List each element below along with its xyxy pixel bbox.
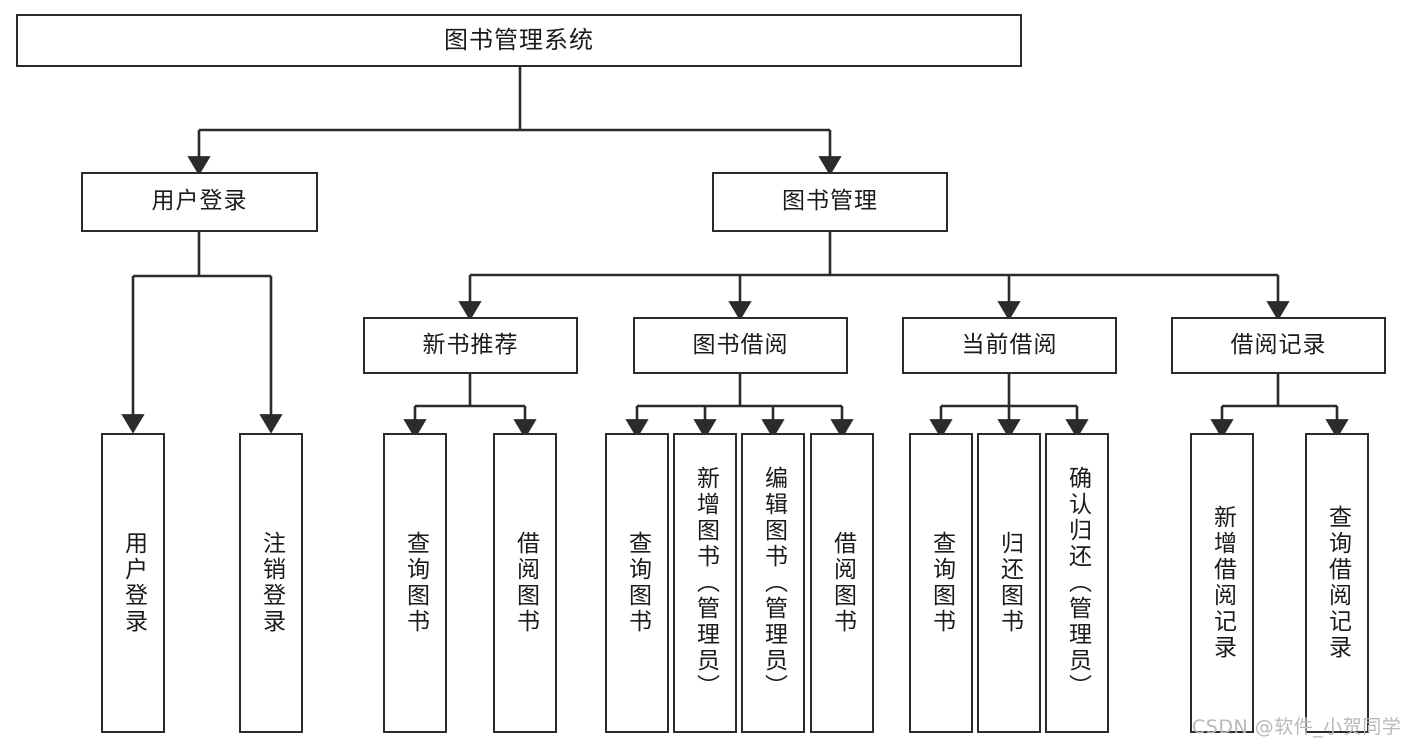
node-label: 确认归还（管理员） <box>1064 466 1091 700</box>
node-leaf-borrow-book[interactable]: 借阅图书 <box>810 433 874 733</box>
node-leaf-borrow-book-new[interactable]: 借阅图书 <box>493 433 557 733</box>
node-leaf-logout-login[interactable]: 注销登录 <box>239 433 303 733</box>
node-label: 新书推荐 <box>422 331 519 358</box>
node-label: 用户登录 <box>151 188 248 215</box>
csdn-watermark: CSDN @软件_小贺同学 <box>1192 716 1402 738</box>
node-leaf-query-borrow-record[interactable]: 查询借阅记录 <box>1305 433 1369 733</box>
node-label: 借阅图书 <box>829 531 856 635</box>
node-label: 查询图书 <box>928 531 955 635</box>
node-leaf-query-book-new[interactable]: 查询图书 <box>383 433 447 733</box>
node-leaf-edit-book-admin[interactable]: 编辑图书（管理员） <box>741 433 805 733</box>
node-label: 新增借阅记录 <box>1209 505 1236 661</box>
node-label: 图书借阅 <box>692 331 789 358</box>
node-leaf-add-book-admin[interactable]: 新增图书（管理员） <box>673 433 737 733</box>
node-borrow-record[interactable]: 借阅记录 <box>1171 317 1386 374</box>
node-leaf-user-login[interactable]: 用户登录 <box>101 433 165 733</box>
node-label: 查询图书 <box>402 531 429 635</box>
node-leaf-query-book-current[interactable]: 查询图书 <box>909 433 973 733</box>
node-label: 用户登录 <box>120 531 147 635</box>
node-new-book-recommendation[interactable]: 新书推荐 <box>363 317 578 374</box>
node-label: 图书管理系统 <box>444 26 594 55</box>
node-user-login[interactable]: 用户登录 <box>81 172 318 232</box>
node-label: 查询图书 <box>624 531 651 635</box>
node-label: 借阅记录 <box>1230 331 1327 358</box>
node-label: 图书管理 <box>782 188 878 215</box>
node-book-manage[interactable]: 图书管理 <box>712 172 948 232</box>
node-label: 注销登录 <box>258 531 285 635</box>
node-label: 借阅图书 <box>512 531 539 635</box>
node-current-borrow[interactable]: 当前借阅 <box>902 317 1117 374</box>
node-leaf-return-book[interactable]: 归还图书 <box>977 433 1041 733</box>
node-label: 新增图书（管理员） <box>692 466 719 700</box>
node-leaf-confirm-return-admin[interactable]: 确认归还（管理员） <box>1045 433 1109 733</box>
node-root-book-management-system[interactable]: 图书管理系统 <box>16 14 1022 67</box>
node-book-borrow[interactable]: 图书借阅 <box>633 317 848 374</box>
node-label: 编辑图书（管理员） <box>760 466 787 700</box>
node-label: 归还图书 <box>996 531 1023 635</box>
node-leaf-query-book-borrow[interactable]: 查询图书 <box>605 433 669 733</box>
node-label: 查询借阅记录 <box>1324 505 1351 661</box>
node-label: 当前借阅 <box>961 331 1058 358</box>
node-leaf-add-borrow-record[interactable]: 新增借阅记录 <box>1190 433 1254 733</box>
